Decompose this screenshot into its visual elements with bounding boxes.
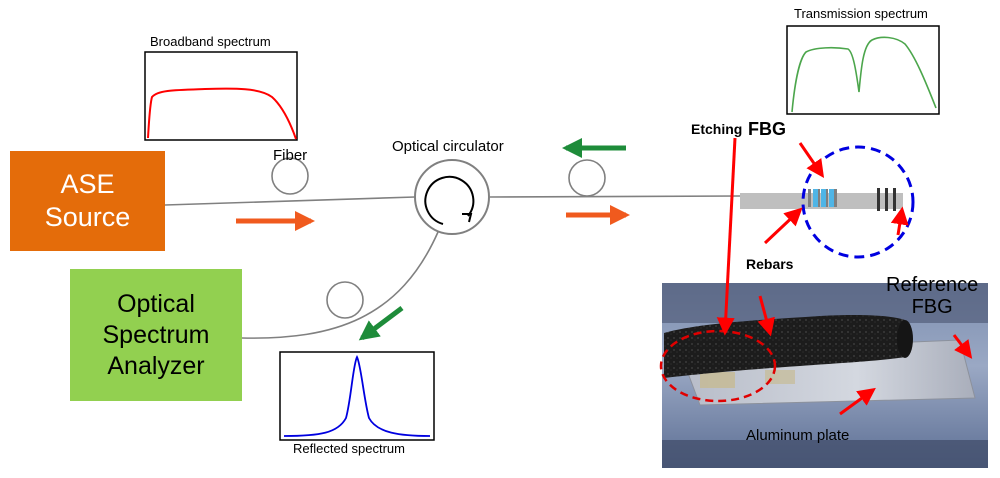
reflected-spectrum-label: Reflected spectrum: [293, 441, 405, 456]
reference-fbg-label-line2: FBG: [911, 296, 953, 318]
transmission-spectrum-label: Transmission spectrum: [794, 6, 928, 21]
fiber-circulator-to-analyzer: [241, 231, 439, 339]
etching-pointer: [716, 137, 737, 336]
circulator-arrowhead: [462, 213, 473, 223]
broadband-spectrum-frame: [144, 51, 298, 141]
etching-label: Etching: [691, 121, 743, 137]
broadband-spectrum-curve: [147, 87, 297, 140]
specimen-photo: [659, 283, 988, 468]
broadband-spectrum-label: Broadband spectrum: [150, 34, 271, 49]
reflected-arrow: [358, 306, 404, 341]
reference-fbg-grating: [877, 188, 896, 211]
aluminum-pointer: [839, 387, 876, 416]
ase-label-line2: Source: [44, 202, 131, 232]
reference-fbg-label-line1: Reference: [886, 274, 979, 296]
fiber-label: Fiber: [273, 147, 308, 164]
fiber-coil-2: [568, 159, 606, 197]
optical-circulator-label: Optical circulator: [392, 138, 504, 155]
osa-label-line3: Analyzer: [107, 351, 205, 380]
fiber-ase-to-circulator: [164, 196, 416, 206]
photo-dashed-circle: [659, 329, 777, 403]
reference-photo-pointer: [952, 334, 973, 359]
osa-label-line1: Optical: [117, 289, 195, 318]
fbg-pointer: [798, 142, 825, 178]
reflected-spectrum-frame: [279, 351, 435, 441]
fiber-coil-1: [271, 157, 309, 195]
reference-fbg-label: Reference FBG: [886, 274, 978, 318]
fiber-circulator-to-fbg: [489, 195, 741, 198]
rebars-label: Rebars: [746, 256, 794, 272]
fiber-coil-3: [326, 281, 364, 319]
circulator-arrow-icon: [424, 175, 475, 225]
rebars-pointer-strip: [763, 207, 803, 245]
reference-fbg-pointer: [890, 206, 909, 236]
ase-label-line1: ASE: [60, 169, 115, 199]
optical-spectrum-analyzer-box: Optical Spectrum Analyzer: [70, 269, 242, 401]
aluminum-plate-label: Aluminum plate: [746, 427, 850, 444]
rebars-pointer-photo: [757, 295, 775, 337]
transmission-spectrum-curve: [791, 36, 937, 113]
osa-label-line2: Spectrum: [102, 320, 210, 349]
fbg-label: FBG: [748, 119, 786, 139]
fbg-detail-dashed-circle: [801, 145, 915, 259]
etched-fbg-grating: [808, 189, 837, 207]
transmission-spectrum-frame: [786, 25, 940, 115]
ase-source-box: ASE Source: [10, 151, 165, 251]
reflected-spectrum-curve: [283, 354, 431, 437]
